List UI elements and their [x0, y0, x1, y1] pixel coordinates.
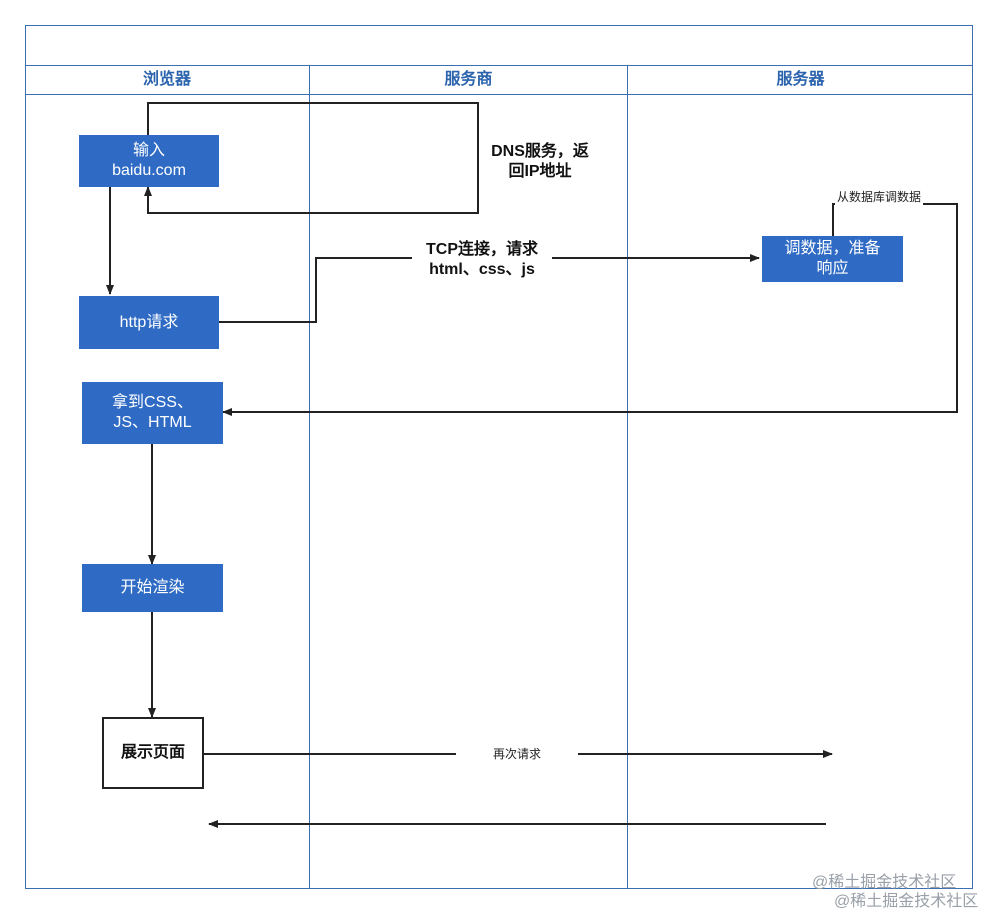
- tcp-label: TCP连接，请求 html、css、js: [412, 240, 552, 280]
- request-again-label: 再次请求: [456, 745, 578, 763]
- db-loop-connector: [222, 203, 958, 416]
- server-prepare-box: 调数据，准备 响应: [762, 236, 903, 282]
- diagram-frame: [25, 25, 973, 889]
- watermark: @稀土掘金技术社区: [812, 874, 957, 891]
- start-render-box: 开始渲染: [82, 564, 223, 612]
- db-label: 从数据库调数据: [835, 188, 924, 205]
- show-page-box: 展示页面: [102, 717, 204, 789]
- lane-header-row: [25, 65, 973, 95]
- dns-loop-connector: [144, 102, 479, 214]
- got-resources-box: 拿到CSS、 JS、HTML: [82, 382, 223, 444]
- lane-title-browser: 浏览器: [142, 71, 191, 88]
- http-request-box: http请求: [79, 296, 219, 349]
- lane-divider-1: [309, 65, 310, 889]
- watermark-shadow: @稀土掘金技术社区: [834, 893, 979, 910]
- input-url-box: 输入 baidu.com: [79, 135, 219, 187]
- lane-divider-2: [627, 65, 628, 889]
- lane-title-server: 服务器: [776, 71, 825, 88]
- dns-label: DNS服务，返 回IP地址: [491, 143, 589, 180]
- lane-title-provider: 服务商: [444, 71, 493, 88]
